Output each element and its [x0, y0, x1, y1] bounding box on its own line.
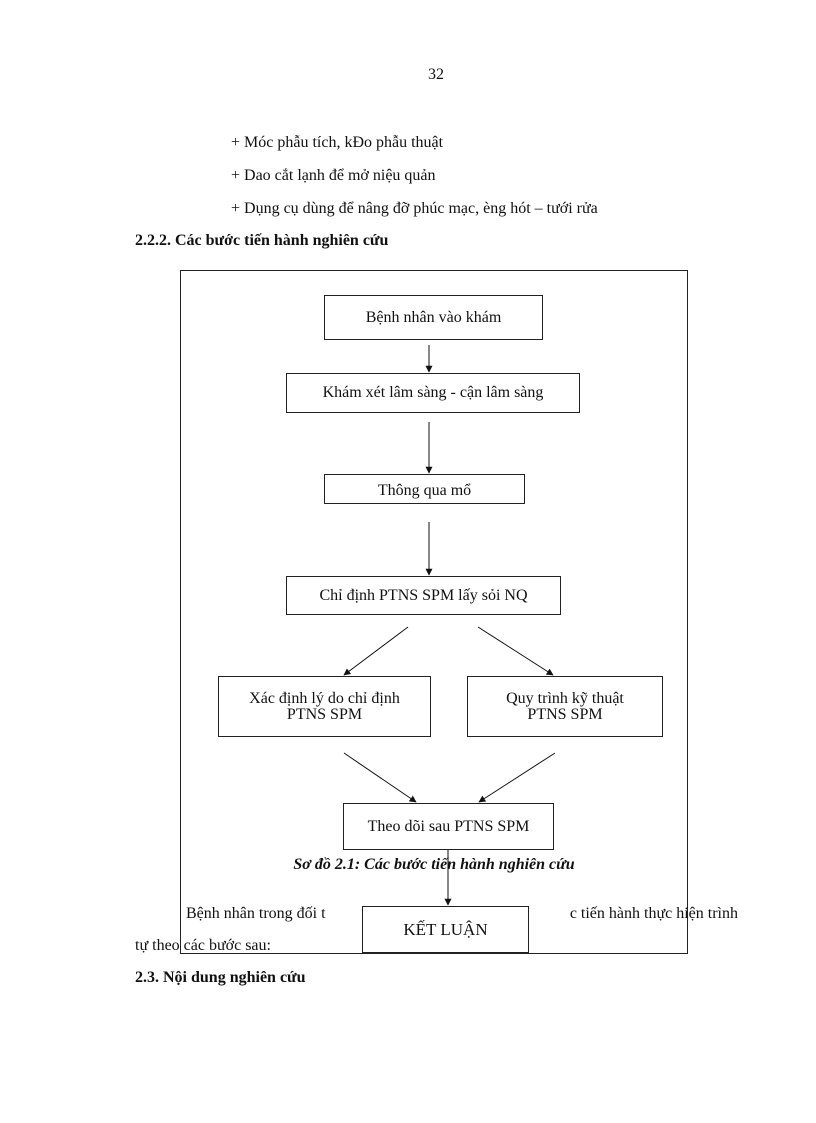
- flow-step-exam: Bệnh nhân vào khám: [324, 295, 543, 340]
- flow-step-reason: Xác định lý do chỉ định PTNS SPM: [218, 676, 431, 737]
- arrow: [343, 626, 409, 676]
- paragraph-text: tự theo các bước sau:: [135, 937, 271, 954]
- flow-step-indication: Chỉ định PTNS SPM lấy sỏi NQ: [286, 576, 561, 615]
- flow-step-surgery: Thông qua mổ: [324, 474, 525, 504]
- section-heading: 2.2.2. Các bước tiến hành nghiên cứu: [135, 232, 389, 249]
- flow-step-conclusion: KẾT LUẬN: [362, 906, 529, 953]
- flow-step-followup: Theo dõi sau PTNS SPM: [343, 803, 554, 850]
- flow-step-procedure: Quy trình kỹ thuật PTNS SPM: [467, 676, 663, 737]
- arrow: [343, 752, 417, 803]
- flowchart-frame: [180, 270, 688, 954]
- figure-caption: Sơ đồ 2.1: Các bước tiến hành nghiên cứu: [293, 856, 575, 873]
- flow-step-clinical: Khám xét lâm sàng - cận lâm sàng: [286, 373, 580, 413]
- paragraph-text: c tiến hành thực hiện trình: [569, 905, 738, 922]
- bullet-item: + Móc phẫu tích, kĐo phẫu thuật: [231, 134, 444, 151]
- bullet-item: + Dụng cụ dùng để nâng đỡ phúc mạc, èng …: [231, 200, 598, 217]
- page-number: 32: [428, 66, 444, 83]
- paragraph-text: Bệnh nhân trong đối t: [186, 905, 326, 922]
- section-heading: 2.3. Nội dung nghiên cứu: [135, 969, 306, 986]
- arrow: [477, 626, 554, 676]
- arrow: [478, 752, 556, 803]
- bullet-item: + Dao cắt lạnh để mở niệu quản: [231, 167, 436, 184]
